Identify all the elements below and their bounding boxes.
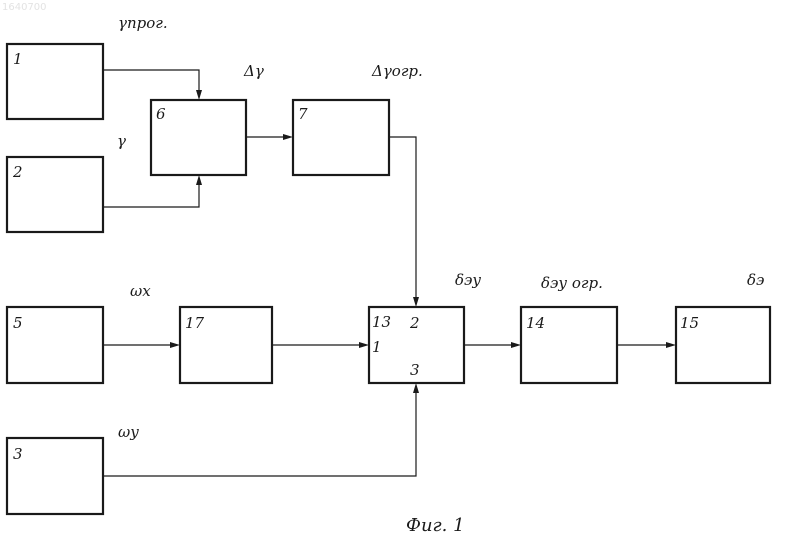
block-2-number: 2: [12, 163, 23, 181]
arrowhead-into-7: [283, 134, 293, 140]
connector-1-to-6: [103, 70, 199, 92]
block-5-number: 5: [13, 314, 23, 332]
signal-delta-e-label: δэ: [747, 271, 764, 289]
signal-gamma-label: γ: [117, 132, 126, 150]
connector-7-to-13: [389, 137, 416, 299]
block-7-number: 7: [298, 105, 308, 123]
arrowhead-into-6-top: [196, 90, 202, 100]
signal-delta-ey-limit-label: δэу огр.: [541, 274, 603, 292]
arrowhead-into-13-top: [413, 297, 419, 307]
block-1-number: 1: [13, 50, 23, 68]
signal-omega-x-label: ωx: [130, 282, 151, 300]
arrowhead-into-14: [511, 342, 521, 348]
block-13-input-2-label: 2: [409, 314, 420, 332]
arrowhead-into-13-bottom: [413, 383, 419, 393]
block-14-number: 14: [526, 314, 545, 332]
block-15-number: 15: [680, 314, 699, 332]
block-17-number: 17: [185, 314, 205, 332]
signal-gamma-prog-label: γпрог.: [118, 14, 168, 32]
watermark-text: 1640700: [2, 2, 47, 13]
signal-delta-gamma-label: Δγ: [243, 62, 264, 80]
arrowhead-into-15: [666, 342, 676, 348]
connector-3-to-13: [103, 391, 416, 476]
signal-delta-gamma-limit-label: Δγогр.: [371, 62, 423, 80]
arrowhead-into-17: [170, 342, 180, 348]
block-13-input-3-label: 3: [410, 361, 420, 379]
signal-omega-y-label: ωy: [118, 423, 139, 441]
figure-caption: Фиг. 1: [406, 515, 465, 536]
block-3-number: 3: [13, 445, 23, 463]
arrowhead-into-13-left: [359, 342, 369, 348]
block-6-number: 6: [156, 105, 166, 123]
signal-delta-ey-label: δэу: [455, 271, 481, 289]
block-13-number: 13: [372, 313, 391, 331]
arrowhead-into-6-bottom: [196, 175, 202, 185]
connector-2-to-6: [103, 183, 199, 207]
block-13-input-1-label: 1: [372, 338, 382, 356]
